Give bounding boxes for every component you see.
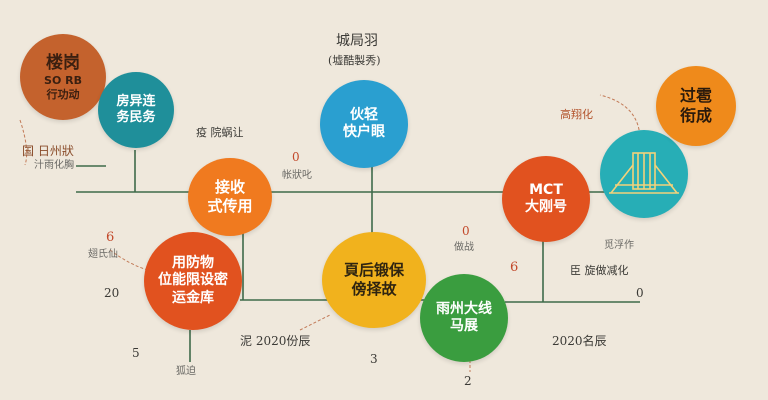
label-top-sub: (墟酷製秀) xyxy=(328,54,381,67)
node-mct-line1: MCT xyxy=(529,181,563,198)
label-bottom-2: 2 xyxy=(464,374,472,388)
node-red-line2: 位能限设密 xyxy=(158,272,228,289)
label-right-zero: 0 xyxy=(636,286,644,300)
node-orange-line1: 接收 xyxy=(214,178,245,197)
label-left-date: 国 日州狀 xyxy=(22,144,74,158)
label-left-sub: 汁雨化胸 xyxy=(34,160,74,171)
label-right-6: 6 xyxy=(510,260,519,275)
node-brown: 楼岗 SO RB 行功动 xyxy=(20,34,106,120)
node-teal: 房异连 务民务 xyxy=(98,72,174,148)
node-yellow-line1: 頁后锻保 xyxy=(343,261,404,280)
label-left-6: 6 xyxy=(106,230,115,245)
node-amber-line2: 衔成 xyxy=(679,106,712,125)
label-right-mid-sub: 做战 xyxy=(454,242,474,253)
label-bottom-date: 泥 2020份辰 xyxy=(240,334,311,348)
node-brown-line1: 楼岗 xyxy=(46,52,80,73)
label-left-6-sub: 翅氏仙 xyxy=(88,249,118,260)
label-mid-sub: 帐狀叱 xyxy=(282,170,312,181)
node-amber-line1: 过雹 xyxy=(679,86,712,105)
label-right-date: 臣 旋做减化 xyxy=(570,264,629,277)
label-right-icon-sub: 觅浮作 xyxy=(604,240,634,251)
label-mid-left: 疫 院蜗让 xyxy=(196,126,244,139)
node-blue: 伙轻 快户眼 xyxy=(320,80,408,168)
node-green-line2: 马展 xyxy=(450,318,478,334)
label-bottom-left-sub: 狐迫 xyxy=(176,366,196,377)
node-brown-line2: SO RB xyxy=(44,73,82,87)
building-icon xyxy=(609,152,679,194)
label-top-title: 城局羽 xyxy=(336,33,378,49)
node-teal-line2: 务民务 xyxy=(116,110,156,125)
node-amber: 过雹 衔成 xyxy=(656,66,736,146)
label-bottom-5: 5 xyxy=(132,346,140,360)
node-orange: 接收 式传用 xyxy=(188,158,272,236)
label-mid-zero: 0 xyxy=(292,150,300,164)
dashed-curve-left xyxy=(19,119,28,166)
label-bottom-3: 3 xyxy=(370,352,378,366)
node-cyan xyxy=(600,130,688,218)
label-right-top: 高翔化 xyxy=(560,108,593,121)
node-mct-line2: 大刚号 xyxy=(525,199,567,215)
node-orange-line2: 式传用 xyxy=(207,197,253,215)
node-red-line1: 用防物 xyxy=(172,254,214,271)
node-green: 雨州大线 马展 xyxy=(420,274,508,362)
node-red: 用防物 位能限设密 运金库 xyxy=(144,232,242,330)
node-red-line3: 运金库 xyxy=(172,289,214,306)
node-yellow-line2: 傍择故 xyxy=(351,280,397,298)
dashed-yellow-pointer xyxy=(299,314,331,331)
node-teal-line1: 房异连 xyxy=(116,93,156,109)
node-blue-line1: 伙轻 xyxy=(350,106,378,123)
node-mct: MCT 大刚号 xyxy=(502,156,590,242)
node-blue-line2: 快户眼 xyxy=(343,124,385,140)
node-green-line1: 雨州大线 xyxy=(436,300,492,317)
label-left-20: 20 xyxy=(104,286,120,300)
node-brown-line3: 行功动 xyxy=(46,87,80,101)
label-right-mid: 0 xyxy=(462,224,470,238)
label-right-bottom-date: 2020名辰 xyxy=(552,334,607,348)
node-yellow: 頁后锻保 傍择故 xyxy=(322,232,426,328)
